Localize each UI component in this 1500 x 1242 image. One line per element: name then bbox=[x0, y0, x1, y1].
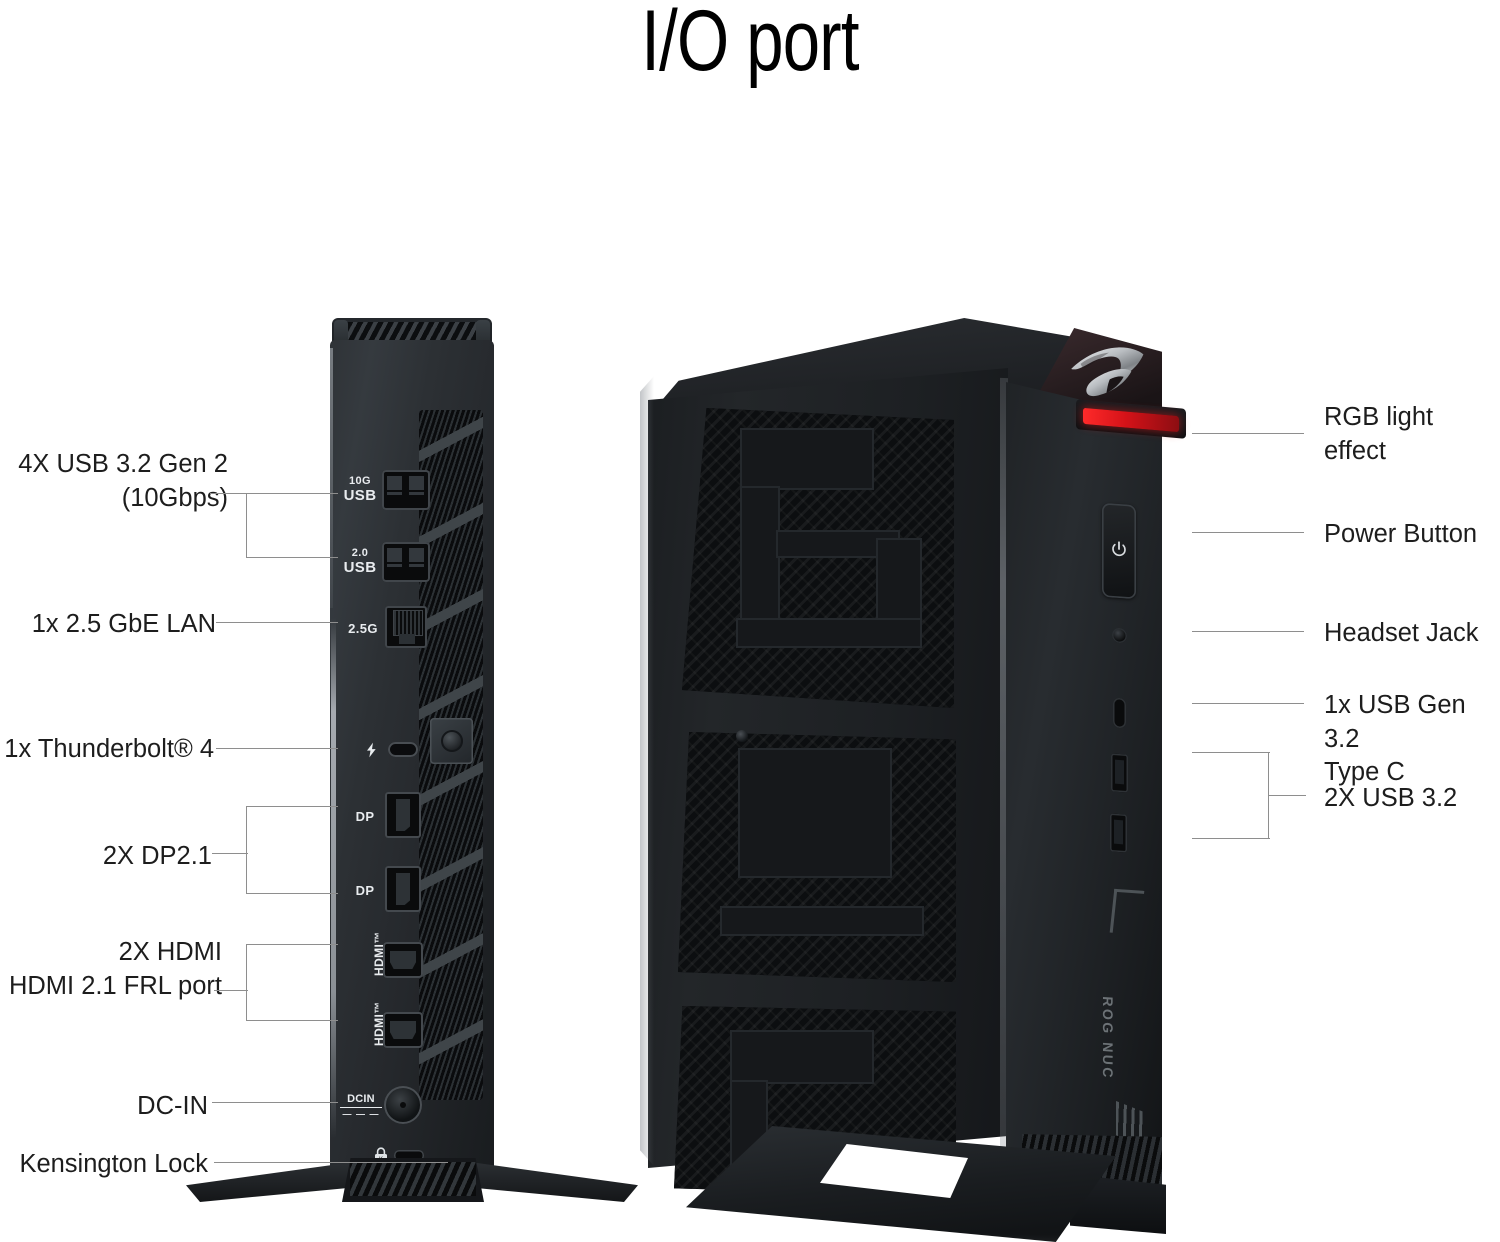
displayport-1-opening bbox=[385, 792, 421, 838]
displayport-1[interactable]: DP bbox=[356, 792, 421, 838]
leader-lan bbox=[216, 622, 338, 623]
leader-hdmi-top bbox=[246, 944, 338, 945]
leader-dp-bottom bbox=[246, 893, 338, 894]
vent-cut-shape-1 bbox=[742, 430, 872, 488]
dcin-dashes: — — — bbox=[342, 1108, 380, 1119]
dcin-text: DCIN bbox=[340, 1093, 382, 1108]
usb-10g-speed-label: 10G bbox=[349, 475, 371, 487]
rear-thumbscrew[interactable] bbox=[430, 718, 473, 764]
side-vent-mesh-middle bbox=[678, 732, 956, 982]
side-vent-mesh-top bbox=[682, 408, 954, 708]
usb-20-speed-label: 2.0 bbox=[351, 547, 369, 559]
chassis-front-face bbox=[1006, 382, 1162, 1224]
leader-headset bbox=[1192, 631, 1304, 632]
leader-usb32gen2-stem bbox=[246, 493, 247, 557]
lan-speed-label: 2.5G bbox=[348, 621, 378, 636]
displayport-2[interactable]: DP bbox=[356, 866, 421, 912]
thunderbolt-port-opening bbox=[388, 742, 418, 757]
usb-a-10g-port-opening bbox=[382, 470, 430, 510]
side-panel-screw bbox=[736, 730, 748, 742]
usb-a-front-port-2[interactable] bbox=[1110, 813, 1127, 853]
vent-cut-shape-6 bbox=[740, 750, 890, 876]
rear-stand-center-vent bbox=[342, 1158, 484, 1202]
hdmi-2-opening bbox=[383, 1012, 423, 1048]
lan-port-opening bbox=[385, 606, 427, 648]
leader-hdmi-stem bbox=[246, 944, 247, 1020]
callout-label-headset: Headset Jack bbox=[1324, 619, 1479, 647]
vent-cut-shape-2 bbox=[742, 488, 778, 628]
usb-a-20-dual-port[interactable]: 2.0 USB bbox=[344, 542, 430, 582]
leader-rgb bbox=[1192, 433, 1304, 434]
callout-label-usbc: 1x USB Gen 3.2 Type C bbox=[1324, 691, 1466, 787]
usb-c-front-port[interactable] bbox=[1113, 697, 1126, 729]
callout-label-thunderbolt: 1x Thunderbolt® 4 bbox=[4, 735, 214, 763]
dp-2-label: DP bbox=[355, 883, 375, 898]
usb-10g-name-label: USB bbox=[343, 487, 377, 504]
callout-label-lan: 1x 2.5 GbE LAN bbox=[31, 610, 216, 638]
rog-eye-logo bbox=[1071, 347, 1144, 397]
hdmi-port-1[interactable]: HDMI™ bbox=[372, 931, 423, 978]
leader-hdmi-bottom bbox=[246, 1020, 338, 1021]
dcin-marking: DCIN — — — bbox=[340, 1093, 382, 1119]
callout-label-dcin: DC-IN bbox=[137, 1092, 208, 1120]
vent-cut-shape-8 bbox=[732, 1032, 872, 1082]
leader-usb32front-stub bbox=[1268, 795, 1306, 796]
branding-chevron bbox=[1109, 888, 1145, 935]
thunderbolt-icon bbox=[367, 742, 376, 758]
hdmi-port-2[interactable]: HDMI™ bbox=[372, 1001, 423, 1048]
chassis-left-bevel bbox=[640, 376, 654, 1166]
callout-label-power: Power Button bbox=[1324, 520, 1478, 548]
callout-label-kensington: Kensington Lock bbox=[19, 1150, 208, 1178]
leader-kensington bbox=[214, 1162, 448, 1163]
page-title: I/O port bbox=[641, 0, 859, 89]
leader-dcin bbox=[212, 1102, 338, 1103]
leader-power bbox=[1192, 532, 1304, 533]
dp-1-label: DP bbox=[355, 809, 375, 824]
usb-a-front-port-1[interactable] bbox=[1111, 753, 1128, 793]
thunderbolt-4-port[interactable] bbox=[367, 742, 418, 758]
callout-label-dp: 2X DP2.1 bbox=[102, 842, 212, 870]
callout-label-usb32gen2: 4X USB 3.2 Gen 2 (10Gbps) bbox=[18, 450, 228, 512]
rear-chassis-edge-highlight bbox=[331, 618, 336, 1138]
leader-usb32front-bottom bbox=[1192, 838, 1270, 839]
usb-20-name-label: USB bbox=[343, 559, 377, 576]
leader-dp-top bbox=[246, 806, 338, 807]
leader-usb32front-top bbox=[1192, 752, 1270, 753]
kensington-slot-opening bbox=[394, 1150, 424, 1161]
leader-usb32gen2-bottom bbox=[246, 557, 338, 558]
headset-jack-port[interactable] bbox=[1112, 627, 1127, 644]
callout-label-usb32front: 2X USB 3.2 bbox=[1324, 784, 1458, 812]
ethernet-lan-port[interactable]: 2.5G bbox=[348, 606, 427, 648]
callout-label-rgb: RGB light effect bbox=[1324, 403, 1434, 465]
front-view-device: ROG NUC bbox=[630, 312, 1230, 1242]
leader-dp-stem bbox=[246, 806, 247, 893]
callout-label-hdmi: 2X HDMI HDMI 2.1 FRL port bbox=[8, 938, 222, 1000]
power-icon bbox=[1112, 541, 1126, 557]
leader-dp-stub bbox=[212, 853, 248, 854]
usb-a-10g-dual-port[interactable]: 10G USB bbox=[344, 470, 430, 510]
model-name-text: ROG NUC bbox=[1100, 995, 1116, 1081]
leader-thunderbolt bbox=[216, 748, 338, 749]
rear-stand-wing-left bbox=[186, 1162, 361, 1202]
dc-in-opening bbox=[384, 1086, 422, 1124]
leader-usbc bbox=[1192, 703, 1304, 704]
rear-chassis-edge-highlight-upper bbox=[330, 348, 333, 608]
vent-cut-shape-5 bbox=[738, 620, 920, 646]
leader-hdmi-stub bbox=[214, 990, 248, 991]
hdmi-2-label: HDMI™ bbox=[372, 1001, 386, 1046]
usb-a-20-port-opening bbox=[382, 542, 430, 582]
displayport-2-opening bbox=[385, 866, 421, 912]
rear-io-panel-device: 10G USB 2.0 USB 2.5G DP DP HDMI™ H bbox=[186, 318, 638, 1202]
rear-stand-wing-right bbox=[463, 1162, 638, 1202]
dc-in-port[interactable]: DCIN — — — bbox=[340, 1086, 422, 1124]
hdmi-1-label: HDMI™ bbox=[372, 931, 386, 976]
rear-device-stand bbox=[186, 1146, 638, 1202]
vent-cut-shape-7 bbox=[722, 908, 922, 934]
leader-usb32gen2-top bbox=[210, 493, 338, 494]
hdmi-1-opening bbox=[383, 942, 423, 978]
